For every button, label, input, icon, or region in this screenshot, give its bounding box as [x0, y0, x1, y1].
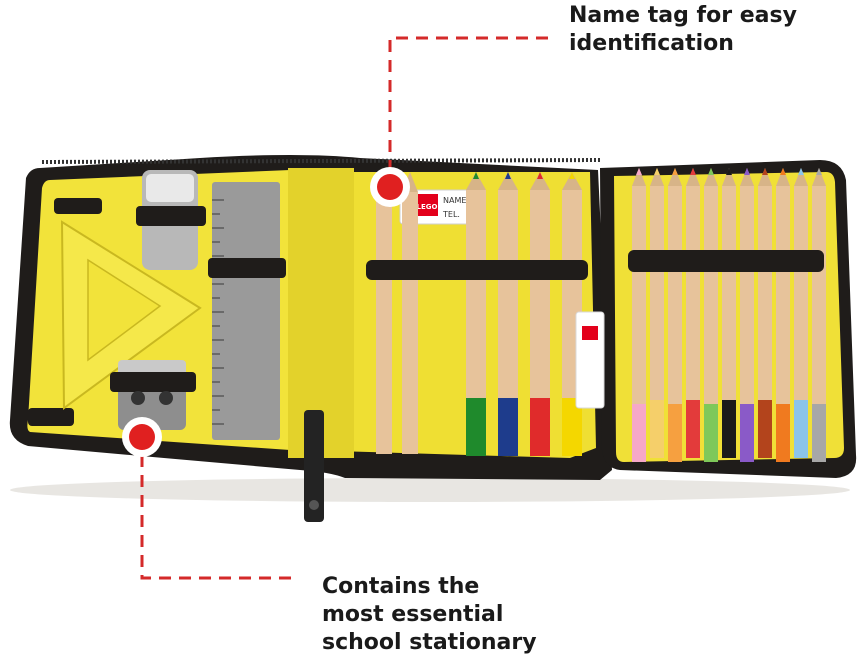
pencil-color-end	[650, 400, 664, 458]
pencil-lead	[762, 168, 768, 175]
pencil-color-end	[562, 398, 582, 456]
zipper-line	[41, 158, 601, 164]
pencil-tip	[650, 168, 664, 186]
set-square-inner	[87, 258, 162, 362]
pencil-lead	[569, 172, 575, 179]
name-tag-logo-text: LEGO	[417, 203, 438, 211]
lining-middle-panel	[300, 172, 596, 458]
callout-line: most essential	[322, 602, 504, 627]
pencil-lead	[816, 168, 822, 175]
pencil-tip	[562, 172, 582, 190]
zipper-pull-hole	[309, 500, 319, 510]
top-marker-inner	[377, 174, 403, 200]
sharpener-hole-1	[131, 391, 145, 405]
eraser-strap	[136, 206, 206, 226]
pencil-color-end	[794, 400, 808, 458]
pencil-color-end	[632, 404, 646, 462]
callout-line: school stationary	[322, 630, 537, 655]
pencil-color-end	[758, 400, 772, 458]
pencil-color-end	[530, 398, 550, 456]
pencil-tip	[740, 168, 754, 186]
case-shadow	[10, 478, 850, 502]
pencil-body	[498, 190, 518, 456]
middle-pencil-strap	[366, 260, 588, 280]
eraser-top	[146, 174, 194, 202]
pencil-lead	[780, 168, 786, 175]
bottom-leader-line	[140, 455, 296, 580]
pencil-tip	[632, 168, 646, 186]
right-pencil-strap	[628, 250, 824, 272]
ruler	[212, 182, 280, 440]
pencil-tip	[722, 168, 736, 186]
sharpener-strap	[110, 372, 196, 392]
pencil-lead	[537, 172, 543, 179]
callout-line: identification	[569, 31, 734, 56]
pencil-tip	[668, 168, 682, 186]
pencil-color-end	[466, 398, 486, 456]
pencil-color-end	[740, 404, 754, 462]
name-tag-name: NAME	[443, 196, 466, 205]
callout-line: Name tag for easy	[569, 3, 797, 28]
stationary-callout: Contains the most essential school stati…	[322, 573, 537, 657]
pencil-lead	[744, 168, 750, 175]
pencil-tip	[466, 172, 486, 190]
pencil-tip	[794, 168, 808, 186]
pencil-color-end	[668, 404, 682, 462]
pencil-color-end	[722, 400, 736, 458]
pencil-body	[466, 190, 486, 456]
pencil-lead	[726, 168, 732, 175]
pencil-body	[530, 190, 550, 456]
pencil-color-end	[776, 404, 790, 462]
callout-line: Contains the	[322, 574, 480, 599]
pencil-lead	[473, 172, 479, 179]
strap-left-bottom	[28, 408, 74, 426]
strap-left-top	[54, 198, 102, 214]
pencil-tip	[498, 172, 518, 190]
pencil-color-end	[812, 404, 826, 462]
pencil-tip	[704, 168, 718, 186]
pencil-lead	[708, 168, 714, 175]
pencil-lead	[636, 168, 642, 175]
pencil-lead	[654, 168, 660, 175]
pencil-tip	[758, 168, 772, 186]
pencil-lead	[672, 168, 678, 175]
name-tag-logo	[416, 194, 438, 216]
name-tag-tel: TEL.	[442, 210, 460, 219]
glue-stick-logo	[582, 326, 598, 340]
bottom-marker-inner	[129, 424, 155, 450]
pencil-tip	[686, 168, 700, 186]
pencil-color-end	[498, 398, 518, 456]
right-colored-pencils	[632, 168, 826, 462]
center-seam	[288, 168, 354, 458]
zipper-pull	[304, 410, 324, 522]
pencil-tip	[530, 172, 550, 190]
pencil-tip	[812, 168, 826, 186]
sharpener-hole-2	[159, 391, 173, 405]
name-tag-callout: Name tag for easy identification	[569, 2, 797, 58]
pencil-color-end	[686, 400, 700, 458]
middle-colored-pencils	[466, 172, 582, 456]
pencil-lead	[798, 168, 804, 175]
pencil-lead	[505, 172, 511, 179]
pencil-color-end	[704, 404, 718, 462]
top-leader-line	[388, 36, 548, 172]
ruler-strap	[208, 258, 286, 278]
pencil-lead	[690, 168, 696, 175]
pencil-tip	[776, 168, 790, 186]
